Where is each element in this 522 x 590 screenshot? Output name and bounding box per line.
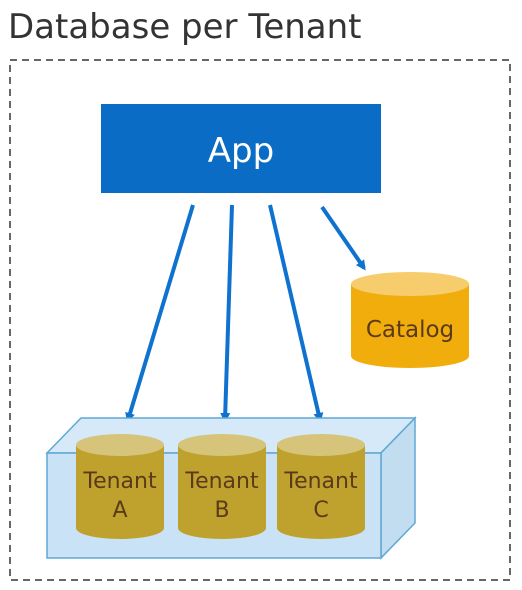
catalog-label: Catalog bbox=[366, 317, 454, 343]
app-box: App bbox=[101, 104, 381, 193]
arrow-to-tenant-c bbox=[268, 204, 324, 423]
tenant-label-line1: Tenant bbox=[82, 469, 157, 494]
tenant-top bbox=[277, 434, 365, 456]
arrow-to-tenant-a bbox=[125, 204, 195, 423]
arrows bbox=[125, 204, 366, 423]
catalog-body bbox=[351, 284, 469, 368]
catalog-database: Catalog bbox=[351, 272, 469, 368]
tenant-body bbox=[277, 445, 365, 539]
tenant-label-line2: B bbox=[214, 498, 229, 523]
tenant-label-line2: A bbox=[112, 498, 127, 523]
tenant-top bbox=[178, 434, 266, 456]
app-box-rect bbox=[101, 104, 381, 193]
tenant-label-line2: C bbox=[313, 498, 328, 523]
boundary-box bbox=[9, 59, 511, 581]
diagram-title: Database per Tenant bbox=[8, 7, 362, 47]
tenant-body bbox=[178, 445, 266, 539]
tenant-label-line1: Tenant bbox=[184, 469, 259, 494]
catalog-top bbox=[351, 272, 469, 296]
tenant-body bbox=[76, 445, 164, 539]
tenant-top bbox=[76, 434, 164, 456]
arrow-to-catalog bbox=[320, 205, 366, 271]
arrow-to-tenant-b bbox=[220, 204, 234, 423]
app-label: App bbox=[208, 131, 274, 171]
tenant-label-line1: Tenant bbox=[283, 469, 358, 494]
